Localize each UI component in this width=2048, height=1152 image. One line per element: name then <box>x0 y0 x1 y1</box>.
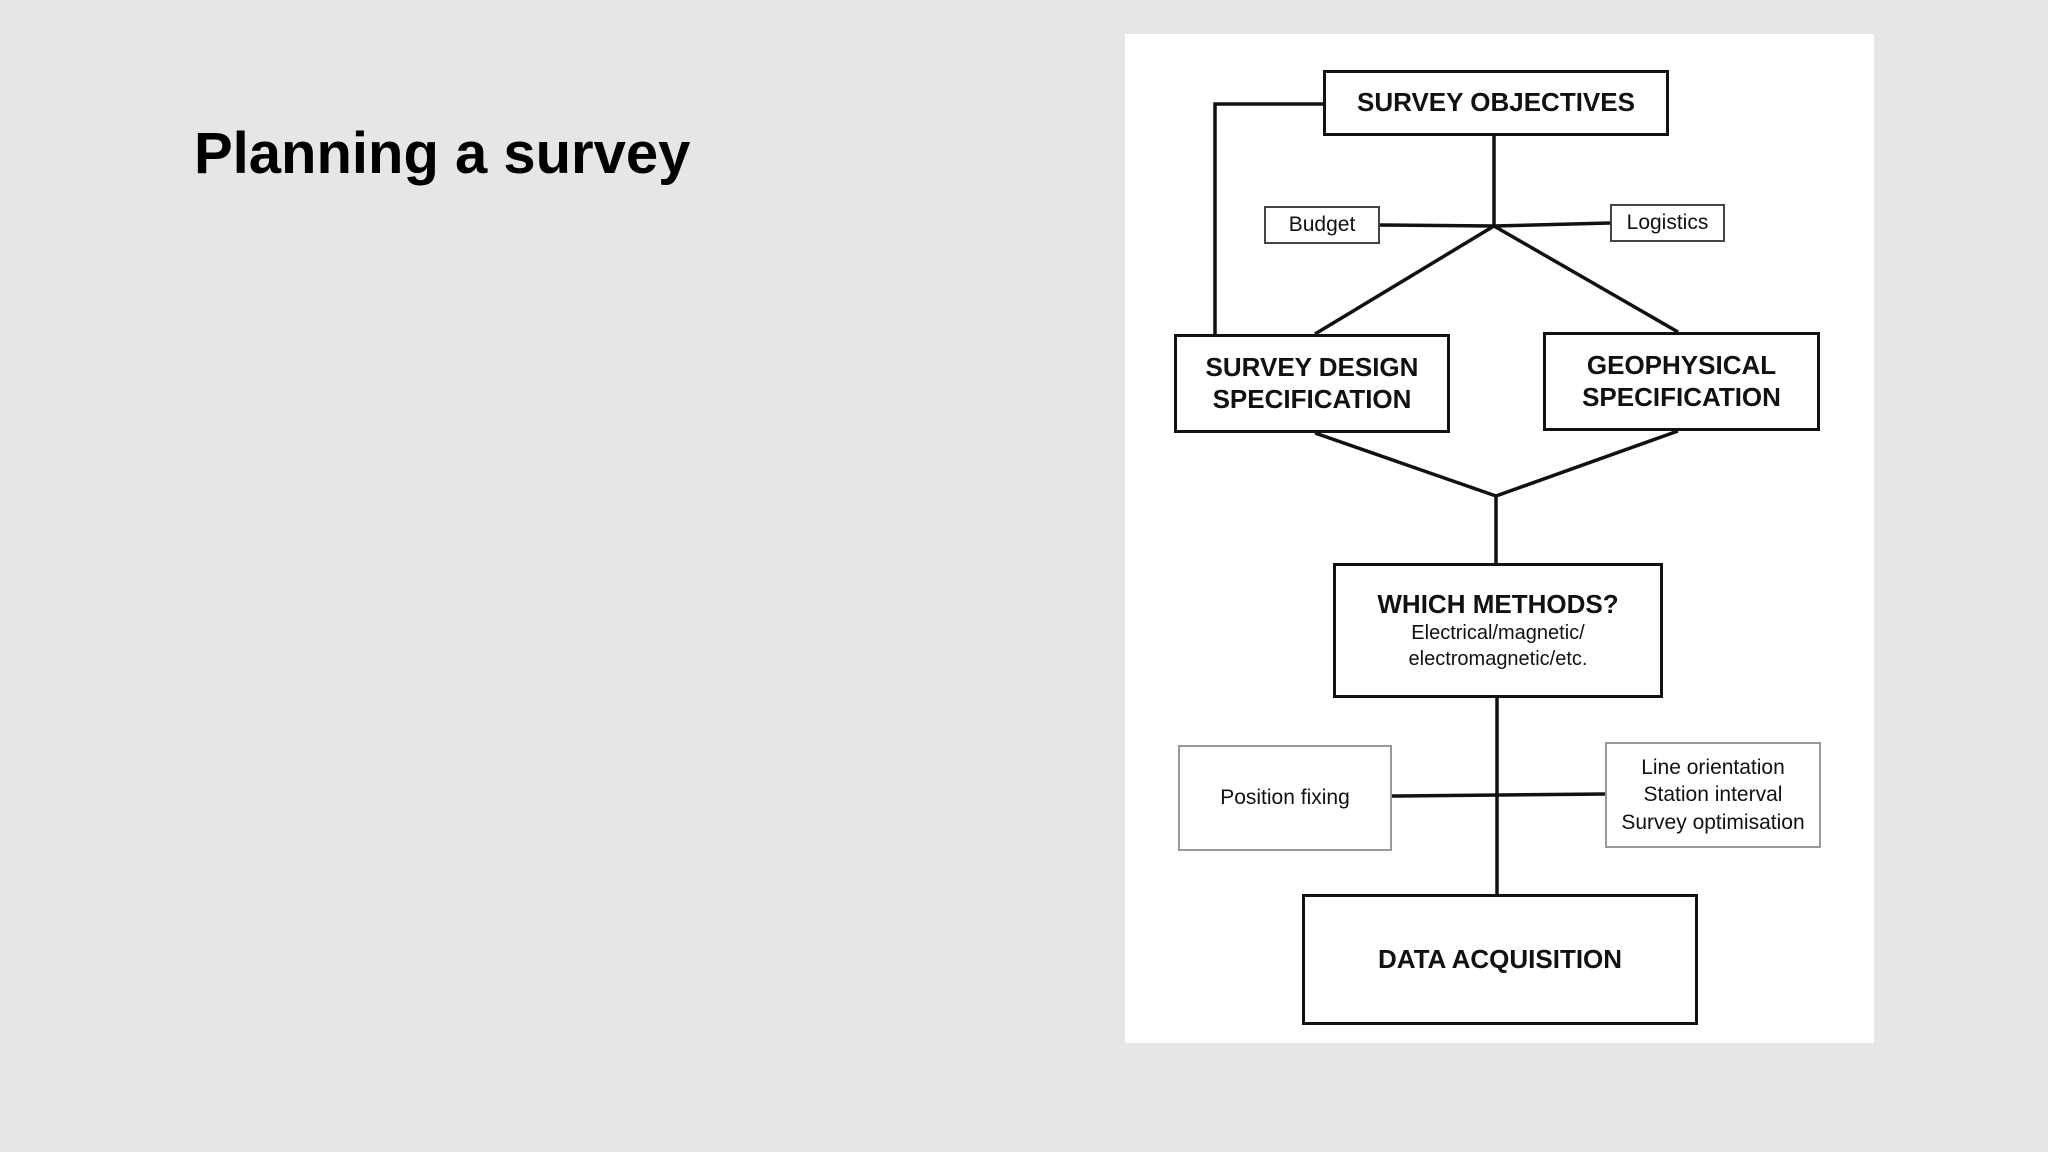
station-interval-label: Station interval <box>1643 783 1783 807</box>
which-methods-detail-2: electromagnetic/etc. <box>1408 648 1588 671</box>
survey-objectives-label: SURVEY OBJECTIVES <box>1357 87 1635 118</box>
which-methods-detail-1: Electrical/magnetic/ <box>1411 622 1585 645</box>
data-acquisition-label: DATA ACQUISITION <box>1377 943 1623 974</box>
position-fixing-box: Position fixing <box>1178 745 1392 851</box>
budget-label: Budget <box>1288 212 1356 236</box>
survey-design-line-2: SPECIFICATION <box>1212 383 1412 414</box>
logistics-label: Logistics <box>1626 210 1709 234</box>
flowchart-connectors <box>1213 102 1679 894</box>
logistics-box: Logistics <box>1610 204 1725 242</box>
merge-right-connector <box>1495 429 1679 498</box>
survey-optimisation-label: Survey optimisation <box>1621 810 1805 834</box>
split-left-connector <box>1314 224 1495 336</box>
split-right-connector <box>1493 224 1679 334</box>
survey-design-line-1: SURVEY DESIGN <box>1205 352 1419 383</box>
which-methods-box: WHICH METHODS? Electrical/magnetic/ elec… <box>1333 563 1663 698</box>
options-connector <box>1391 792 1606 798</box>
slide-title: Planning a survey <box>194 121 691 186</box>
logistics-connector <box>1493 221 1611 228</box>
line-orientation-label: Line orientation <box>1641 756 1785 780</box>
geophysical-line-1: GEOPHYSICAL <box>1586 350 1777 381</box>
merge-left-connector <box>1314 431 1497 498</box>
feedback-connector <box>1213 102 1323 334</box>
which-methods-title: WHICH METHODS? <box>1377 588 1619 619</box>
budget-box: Budget <box>1264 206 1380 244</box>
position-fixing-label: Position fixing <box>1220 786 1350 810</box>
geophysical-specification-box: GEOPHYSICAL SPECIFICATION <box>1543 332 1820 431</box>
line-options-box: Line orientation Station interval Survey… <box>1605 742 1821 848</box>
survey-objectives-box: SURVEY OBJECTIVES <box>1323 70 1669 136</box>
data-acquisition-box: DATA ACQUISITION <box>1302 894 1698 1025</box>
survey-design-specification-box: SURVEY DESIGN SPECIFICATION <box>1174 334 1450 433</box>
budget-connector <box>1379 223 1495 228</box>
geophysical-line-2: SPECIFICATION <box>1582 381 1781 412</box>
flowchart-panel: SURVEY OBJECTIVES Budget Logistics SURVE… <box>1125 34 1874 1043</box>
